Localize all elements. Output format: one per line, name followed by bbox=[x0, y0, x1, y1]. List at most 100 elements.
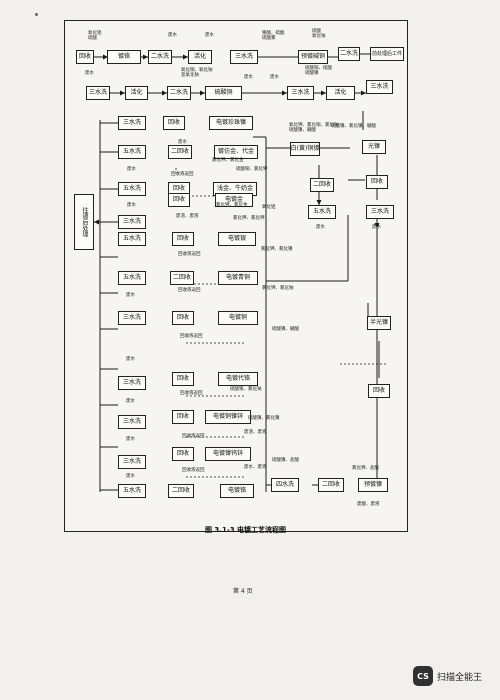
note-31: 回收液返回 bbox=[180, 391, 203, 396]
scan-speck bbox=[35, 13, 38, 16]
process-box-row-9: 电镀铜镍锌 bbox=[205, 410, 251, 424]
pre-nickel-box: 预镀镍 bbox=[358, 478, 388, 492]
note-18: 氯化钾、氯化金 bbox=[216, 203, 248, 208]
note-16: 硫酸铜、氯化钾 bbox=[236, 167, 268, 172]
note-8: 废水 bbox=[85, 71, 94, 76]
activation-box-3: 活化 bbox=[326, 86, 355, 100]
two-recover-box-lr: 二回收 bbox=[318, 478, 344, 492]
recover-box-row-4: 回收 bbox=[168, 193, 190, 207]
nickel-strip-box: 镀铬 bbox=[107, 50, 141, 64]
drain-b: 废水 bbox=[372, 225, 381, 230]
wash-box-row-1: 三水洗 bbox=[118, 116, 146, 130]
note-30: 硫酸铬、氯化钠 bbox=[230, 387, 262, 392]
note-9: 废水 bbox=[244, 75, 253, 80]
note-7: 硫酸氧化钠 bbox=[312, 29, 326, 39]
note-10: 硫酸铜、硫酸硫酸镍 bbox=[305, 66, 332, 76]
note-24: 废渣、废液 bbox=[176, 214, 199, 219]
note-15: 回收液返回 bbox=[171, 172, 194, 177]
note-13: 硫酸镍、氯化镍、硼酸 bbox=[331, 124, 376, 129]
note-19: 氧化铝 bbox=[262, 205, 276, 210]
white-copper-box: 白(黄)铜镀 bbox=[290, 142, 320, 156]
note-3: 废水 bbox=[205, 33, 214, 38]
two-wash-box-3: 二水洗 bbox=[167, 86, 191, 100]
note-2: 废水 bbox=[168, 33, 177, 38]
note-41: 氯化钾、盐酸 bbox=[352, 466, 379, 471]
note-36: 废水 bbox=[126, 399, 135, 404]
process-box-row-2: 镀仿金、代金 bbox=[214, 145, 258, 159]
pre-plating-box: 预镀碱铜 bbox=[298, 50, 328, 64]
process-box-row-6: 电镀青铜 bbox=[218, 271, 258, 285]
note-29: 回收液返回 bbox=[180, 334, 203, 339]
cs-logo-icon: CS bbox=[413, 666, 433, 686]
brand-name: 扫描全能王 bbox=[437, 672, 483, 683]
wash-box-row-9: 三水洗 bbox=[118, 415, 146, 429]
process-box-row-4: 电镀金 bbox=[215, 193, 253, 207]
recover-box-row-1: 回收 bbox=[163, 116, 185, 130]
note-25: 回收液返回 bbox=[178, 288, 201, 293]
recover-box-row-9: 回收 bbox=[172, 410, 194, 424]
process-box-row-10: 电镀镍钨锌 bbox=[205, 447, 251, 461]
recover-box-row-7: 回收 bbox=[172, 311, 194, 325]
wash-box-row-8: 三水洗 bbox=[118, 376, 146, 390]
process-box-row-5: 电镀银 bbox=[218, 232, 256, 246]
recover-box-row-5: 回收 bbox=[172, 232, 194, 246]
note-23: 废水 bbox=[127, 203, 136, 208]
recover-box-row-11: 二回收 bbox=[168, 484, 194, 498]
acid-copper-box: 硫酸铜 bbox=[205, 86, 242, 100]
semi-nickel-box: 半光镍 bbox=[367, 316, 391, 330]
three-wash-box-2: 三水洗 bbox=[86, 86, 110, 100]
wash-box-row-6: 五水洗 bbox=[118, 271, 146, 285]
wash-box-row-4: 三水洗 bbox=[118, 215, 146, 229]
note-32: 废水 bbox=[126, 357, 135, 362]
note-21: 氯化钾、氯化镍 bbox=[261, 247, 293, 252]
bright-nickel-box: 光镍 bbox=[362, 140, 386, 154]
two-wash-box-2: 二水洗 bbox=[338, 47, 360, 61]
drain-a: 废水 bbox=[316, 225, 325, 230]
process-box-row-11: 电镀铬 bbox=[220, 484, 254, 498]
note-1: 氧化铝硫酸 bbox=[88, 31, 102, 41]
post-treatment-box: 往镀后处理 bbox=[74, 194, 94, 250]
wash-box-row-10: 三水洗 bbox=[118, 455, 146, 469]
recover-box: 回收 bbox=[76, 50, 94, 64]
three-wash-box-a: 三水洗 bbox=[366, 205, 394, 219]
recover-box-row-8: 回收 bbox=[172, 372, 194, 386]
four-wash-box: 四水洗 bbox=[271, 478, 299, 492]
note-12: 氧化钾、氯化铜、氯化钠硫酸镍、硼酸 bbox=[289, 123, 339, 133]
note-37: 废水 bbox=[126, 437, 135, 442]
recover-box-row-2: 二回收 bbox=[168, 145, 192, 159]
note-22: 回收液返回 bbox=[178, 252, 201, 257]
process-box-row-8: 电镀代铬 bbox=[218, 372, 258, 386]
post-treatment-label: 往镀后处理 bbox=[81, 207, 88, 237]
two-wash-box: 二水洗 bbox=[148, 50, 172, 64]
note-27: 氯化钾、氯化钠 bbox=[262, 286, 294, 291]
note-34: 硫酸镍、氯化镍 bbox=[248, 416, 280, 421]
note-4: 铬酸、硫酸硫酸雾 bbox=[262, 31, 285, 41]
process-box-row-1: 电镀珍珠镍 bbox=[209, 116, 253, 130]
wash-box-row-5: 五水洗 bbox=[118, 232, 146, 246]
note-26: 废水 bbox=[126, 293, 135, 298]
recover-box-row-6: 二回收 bbox=[170, 271, 194, 285]
three-wash-box: 三水洗 bbox=[230, 50, 258, 64]
note-33: 废渣、废液 bbox=[244, 430, 267, 435]
pretreat-workpiece-box: 前处理后工件 bbox=[370, 47, 404, 61]
page-number: 第 4 页 bbox=[233, 588, 253, 595]
note-28: 硫酸镍、硼酸 bbox=[272, 327, 299, 332]
note-17: 废水 bbox=[127, 167, 136, 172]
note-6: 氧化铜、氧化钠氢氧化钠 bbox=[181, 68, 213, 78]
activation-box-2: 活化 bbox=[125, 86, 148, 100]
recover-box-row-10: 回收 bbox=[172, 447, 194, 461]
five-wash-box-a: 五水洗 bbox=[308, 205, 336, 219]
activation-box: 活化 bbox=[188, 50, 212, 64]
wash-box-row-7: 三水洗 bbox=[118, 311, 146, 325]
figure-caption: 图 3.1-3 电镀工艺流程图 bbox=[205, 526, 287, 534]
three-wash-box-4: 三水洗 bbox=[366, 80, 393, 94]
note-14: 氯化钾、氯化金 bbox=[212, 158, 244, 163]
wash-box-row-2: 五水洗 bbox=[118, 145, 146, 159]
recover-box-lr: 回收 bbox=[368, 384, 390, 398]
note-35: 回收液返回 bbox=[182, 434, 205, 439]
process-box-row-7: 电镀铜 bbox=[218, 311, 258, 325]
note-42: 废水 bbox=[126, 474, 135, 479]
scanner-brand: CS 扫描全能王 bbox=[413, 665, 482, 687]
three-wash-box-3: 三水洗 bbox=[287, 86, 314, 100]
note-20: 氯化钾、氯化钾 bbox=[233, 216, 265, 221]
